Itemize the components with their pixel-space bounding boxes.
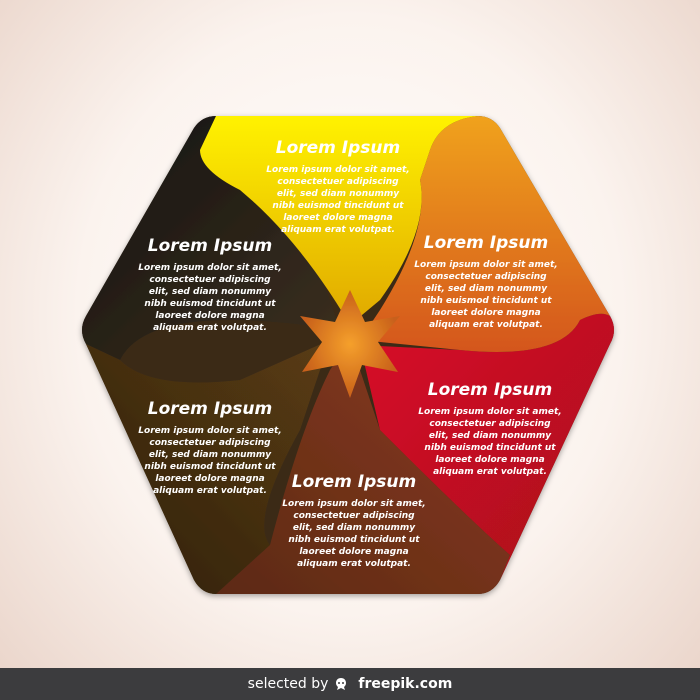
segment-orange[interactable] <box>360 116 610 352</box>
segment-line: elit, sed diam nonummy <box>425 284 548 294</box>
segment-line: aliquam erat volutpat. <box>281 225 395 235</box>
segment-line: consectetuer adipiscing <box>149 438 271 448</box>
segment-line: nibh euismod tincidunt ut <box>144 462 276 472</box>
segment-title: Lorem Ipsum <box>428 380 553 400</box>
segment-line: laoreet dolore magna <box>283 213 392 223</box>
segment-line: Lorem ipsum dolor sit amet, <box>414 260 557 270</box>
segment-title: Lorem Ipsum <box>276 138 401 158</box>
segment-dark-olive[interactable] <box>86 340 330 594</box>
segment-line: aliquam erat volutpat. <box>153 486 267 496</box>
segment-line: elit, sed diam nonummy <box>149 450 272 460</box>
segment-line: Lorem ipsum dolor sit amet, <box>418 407 561 417</box>
segment-line: laoreet dolore magna <box>435 455 544 465</box>
center-star <box>300 290 400 398</box>
segment-black[interactable] <box>82 116 340 360</box>
segment-line: consectetuer adipiscing <box>429 419 551 429</box>
segment-line: aliquam erat volutpat. <box>433 467 547 477</box>
segment-line: consectetuer adipiscing <box>293 511 415 521</box>
segment-line: Lorem ipsum dolor sit amet, <box>138 263 281 273</box>
segment-line: laoreet dolore magna <box>299 547 408 557</box>
segment-line: elit, sed diam nonummy <box>277 189 400 199</box>
segment-title: Lorem Ipsum <box>292 472 417 492</box>
footer-brand-link[interactable]: freepik.com <box>358 676 453 692</box>
segment-text-brown-red: Lorem Ipsum Lorem ipsum dolor sit amet, … <box>282 472 425 569</box>
segment-title: Lorem Ipsum <box>148 399 273 419</box>
segment-line: aliquam erat volutpat. <box>297 559 411 569</box>
segment-line: aliquam erat volutpat. <box>153 323 267 333</box>
segment-text-dark-olive: Lorem Ipsum Lorem ipsum dolor sit amet, … <box>138 399 281 496</box>
segment-line: laoreet dolore magna <box>155 474 264 484</box>
footer-bar: selected by freepik.com <box>0 668 700 700</box>
segment-title: Lorem Ipsum <box>424 233 549 253</box>
segment-line: consectetuer adipiscing <box>149 275 271 285</box>
freepik-logo-icon <box>332 676 350 692</box>
segment-brown-red[interactable] <box>216 340 510 594</box>
segment-line: elit, sed diam nonummy <box>429 431 552 441</box>
segment-line: laoreet dolore magna <box>431 308 540 318</box>
segment-text-yellow: Lorem Ipsum Lorem ipsum dolor sit amet, … <box>266 138 409 235</box>
segment-line: elit, sed diam nonummy <box>293 523 416 533</box>
segment-line: consectetuer adipiscing <box>277 177 399 187</box>
segment-line: aliquam erat volutpat. <box>429 320 543 330</box>
segment-line: nibh euismod tincidunt ut <box>420 296 552 306</box>
footer-prefix: selected by <box>247 676 329 692</box>
segment-line: elit, sed diam nonummy <box>149 287 272 297</box>
segment-title: Lorem Ipsum <box>148 236 273 256</box>
segment-yellow[interactable] <box>200 116 478 325</box>
segment-text-red: Lorem Ipsum Lorem ipsum dolor sit amet, … <box>418 380 561 477</box>
segment-line: laoreet dolore magna <box>155 311 264 321</box>
segment-red[interactable] <box>360 313 614 580</box>
segment-line: Lorem ipsum dolor sit amet, <box>282 499 425 509</box>
segment-line: Lorem ipsum dolor sit amet, <box>266 165 409 175</box>
segment-line: nibh euismod tincidunt ut <box>288 535 420 545</box>
segment-text-black: Lorem Ipsum Lorem ipsum dolor sit amet, … <box>138 236 281 333</box>
segment-line: nibh euismod tincidunt ut <box>272 201 404 211</box>
segment-text-orange: Lorem Ipsum Lorem ipsum dolor sit amet, … <box>414 233 557 330</box>
segment-line: nibh euismod tincidunt ut <box>144 299 276 309</box>
segment-line: nibh euismod tincidunt ut <box>424 443 556 453</box>
segment-line: consectetuer adipiscing <box>425 272 547 282</box>
segment-line: Lorem ipsum dolor sit amet, <box>138 426 281 436</box>
